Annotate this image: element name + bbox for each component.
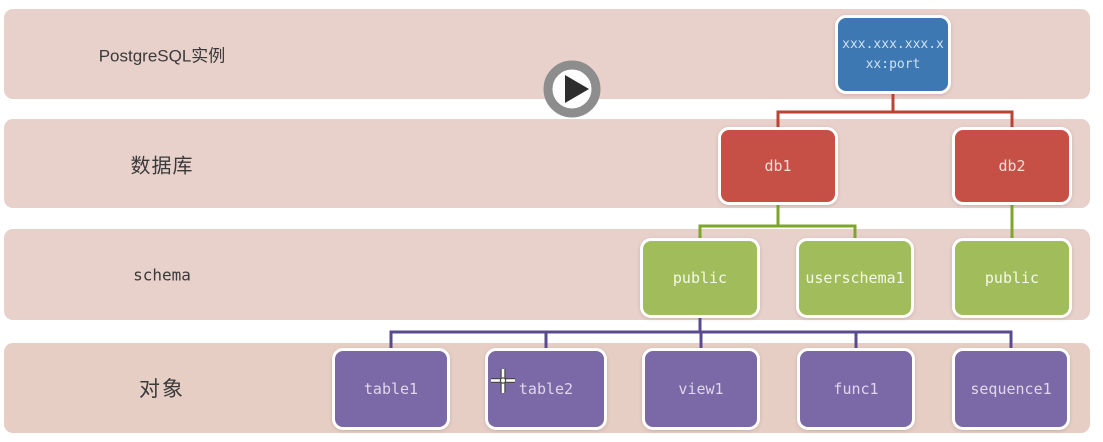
row-label-objects: 对象 bbox=[139, 378, 185, 401]
band-database: 数据库 bbox=[4, 119, 1090, 208]
row-label-database: 数据库 bbox=[130, 155, 194, 177]
row-label-schema: schema bbox=[133, 265, 191, 284]
node-func1: func1 bbox=[797, 348, 915, 430]
node-table2: table2 bbox=[485, 348, 607, 430]
node-userschema1: userschema1 bbox=[796, 238, 914, 318]
play-button[interactable] bbox=[539, 56, 605, 122]
node-db2-public-schema: public bbox=[952, 238, 1072, 318]
node-table1: table1 bbox=[332, 348, 450, 430]
node-db1: db1 bbox=[718, 127, 838, 205]
band-schema: schema bbox=[4, 229, 1090, 320]
node-sequence1: sequence1 bbox=[952, 348, 1070, 430]
play-icon bbox=[543, 60, 601, 118]
node-db2: db2 bbox=[952, 127, 1072, 205]
row-label-instance: PostgreSQL实例 bbox=[98, 46, 226, 66]
node-instance-address: xxx.xxx.xxx.x xx:port bbox=[835, 15, 951, 94]
node-db1-public-schema: public bbox=[640, 238, 760, 318]
node-view1: view1 bbox=[642, 348, 760, 430]
